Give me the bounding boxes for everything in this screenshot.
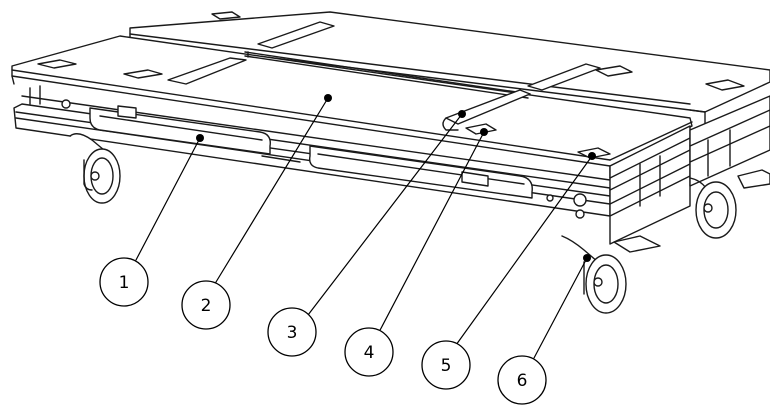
leader-dot-6 [583,254,591,262]
leader-6 [533,257,588,359]
callout-label-6: 6 [517,371,528,391]
callout-label-4: 4 [364,343,375,363]
castor-right [561,235,661,314]
leader-3 [307,113,463,316]
callout-5: 5 [421,340,471,390]
side-handle-left [89,107,271,155]
castor-rear-right [689,169,770,239]
callout-3: 3 [267,307,317,357]
leader-lines [135,97,593,359]
leader-5 [455,155,593,346]
side-handle-right [308,145,533,199]
leader-dot-3 [458,110,466,118]
leader-dot-4 [480,128,488,136]
leader-2 [215,97,329,283]
leader-4 [377,131,485,335]
leader-1 [135,137,201,261]
callout-1: 1 [99,257,149,307]
leader-dot-1 [196,134,204,142]
front-lid [11,35,693,179]
callout-6: 6 [497,355,547,405]
joining-strip [445,89,531,125]
callout-label-5: 5 [441,356,452,376]
leader-dot-2 [324,94,332,102]
handle-slot-4 [465,123,497,135]
rear-lid [129,11,770,125]
leader-dots [196,94,596,262]
callout-4: 4 [344,327,394,377]
callout-label-3: 3 [287,323,298,343]
callout-2: 2 [181,280,231,330]
callout-label-1: 1 [119,273,130,293]
brake-pedal [613,235,661,253]
castor-left [69,133,121,204]
callout-label-2: 2 [201,296,212,316]
frame-handles [89,105,533,199]
leader-dot-5 [588,152,596,160]
